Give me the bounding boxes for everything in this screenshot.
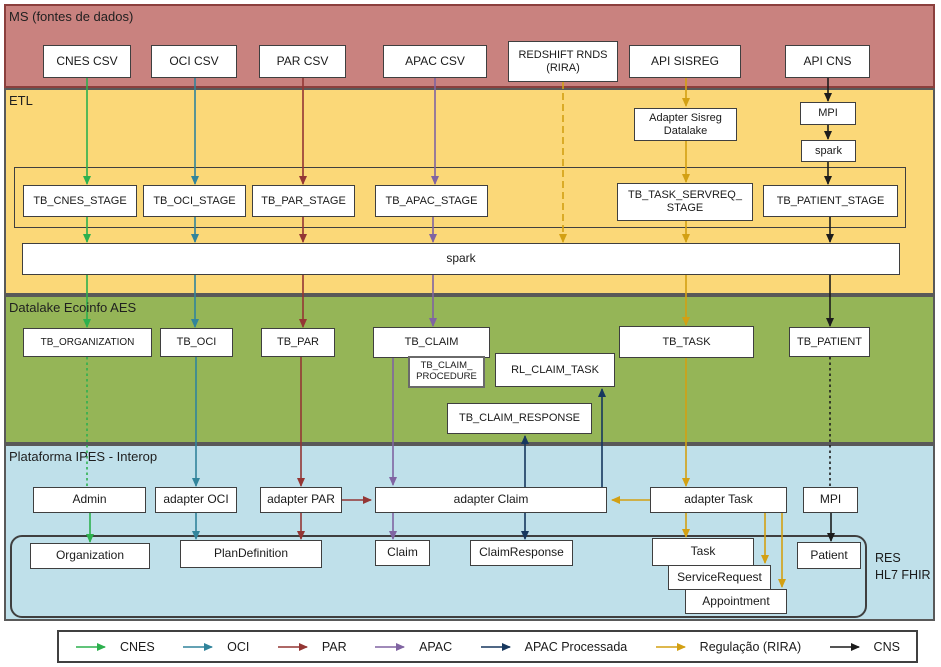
node-plandefinition: PlanDefinition [180,540,322,568]
node-tb-claim-response: TB_CLAIM_RESPONSE [447,403,592,434]
node-tb-organization: TB_ORGANIZATION [23,328,152,357]
legend-label-cns: CNS [873,639,900,654]
node-tb-par: TB_PAR [261,328,335,357]
node-api-sisreg: API SISREG [629,45,741,78]
legend-label-regulacao-rira: Regulação (RIRA) [699,639,802,654]
legend-item-apac: APAC [374,640,452,654]
legend-label-apac: APAC [419,639,453,654]
node-tb-patient: TB_PATIENT [789,327,870,357]
legend-label-oci: OCI [227,639,250,654]
legend-arrow-apac-processada-icon [480,642,511,651]
band-etl-label: ETL [9,93,33,108]
legend-item-apac-processada: APAC Processada [480,639,628,654]
node-tb-task: TB_TASK [619,326,754,358]
legend-arrow-oci-icon [183,642,214,651]
node-cnes-csv: CNES CSV [43,45,131,78]
node-tb-apac-stage: TB_APAC_STAGE [375,185,488,217]
node-mpi-ipes: MPI [803,487,858,513]
node-adapter-task: adapter Task [650,487,787,513]
res-hl7-fhir-container [10,535,867,618]
node-par-csv: PAR CSV [259,45,346,78]
legend-arrow-cnes-icon [76,642,106,651]
node-tb-oci-stage: TB_OCI_STAGE [143,185,246,217]
legend-item-par: PAR [277,640,347,654]
node-patient: Patient [797,542,861,569]
node-api-cns: API CNS [785,45,870,78]
legend-label-apac-processada: APAC Processada [524,639,628,654]
node-oci-csv: OCI CSV [151,45,237,78]
legend-item-cnes: CNES [75,640,155,654]
res-hl7-fhir-label: RES HL7 FHIR [875,551,931,582]
node-claim: Claim [375,540,430,566]
node-tb-patient-stage: TB_PATIENT_STAGE [763,185,898,217]
stage-tables-container [14,167,906,228]
node-tb-oci: TB_OCI [160,328,233,357]
legend-label-cnes: CNES [120,639,155,654]
node-adapter-sisreg-datalake: Adapter Sisreg Datalake [634,108,737,141]
band-datalake-label: Datalake Ecoinfo AES [9,300,137,315]
band-ms-label: MS (fontes de dados) [9,9,134,24]
node-tb-par-stage: TB_PAR_STAGE [252,185,355,217]
node-admin: Admin [33,487,146,513]
node-adapter-oci: adapter OCI [155,487,237,513]
node-appointment: Appointment [685,589,787,614]
node-adapter-par: adapter PAR [260,487,342,513]
node-tb-claim: TB_CLAIM [373,327,490,358]
legend-item-cns: CNS [829,640,900,654]
node-redshift-rnds-rira: REDSHIFT RNDS (RIRA) [508,41,618,82]
legend-arrow-regulacao-icon [655,642,686,651]
node-apac-csv: APAC CSV [383,45,487,78]
node-adapter-claim: adapter Claim [375,487,607,513]
legend-label-par: PAR [321,639,347,654]
legend-arrow-par-icon [277,642,308,651]
legend-arrow-cns-icon [829,642,860,651]
legend-arrow-apac-icon [375,642,406,651]
node-task: Task [652,538,754,566]
node-tb-task-servreq-stage: TB_TASK_SERVREQ_ STAGE [617,183,753,221]
node-spark-wide: spark [22,243,900,275]
node-claimresponse: ClaimResponse [470,540,573,566]
band-ipes-label: Plataforma IPES - Interop [9,449,158,464]
node-tb-claim-procedure: TB_CLAIM_ PROCEDURE [408,356,485,388]
legend-item-regulacao-rira: Regulação (RIRA) [655,640,801,654]
node-mpi-etl: MPI [800,102,856,125]
node-organization: Organization [30,543,150,569]
node-servicerequest: ServiceRequest [668,565,771,590]
node-tb-cnes-stage: TB_CNES_STAGE [23,185,137,217]
legend-item-oci: OCI [182,640,249,654]
legend: CNES OCI PAR APAC APAC Processada Regula… [57,630,918,663]
node-rl-claim-task: RL_CLAIM_TASK [495,353,615,387]
node-spark-small: spark [801,140,856,162]
